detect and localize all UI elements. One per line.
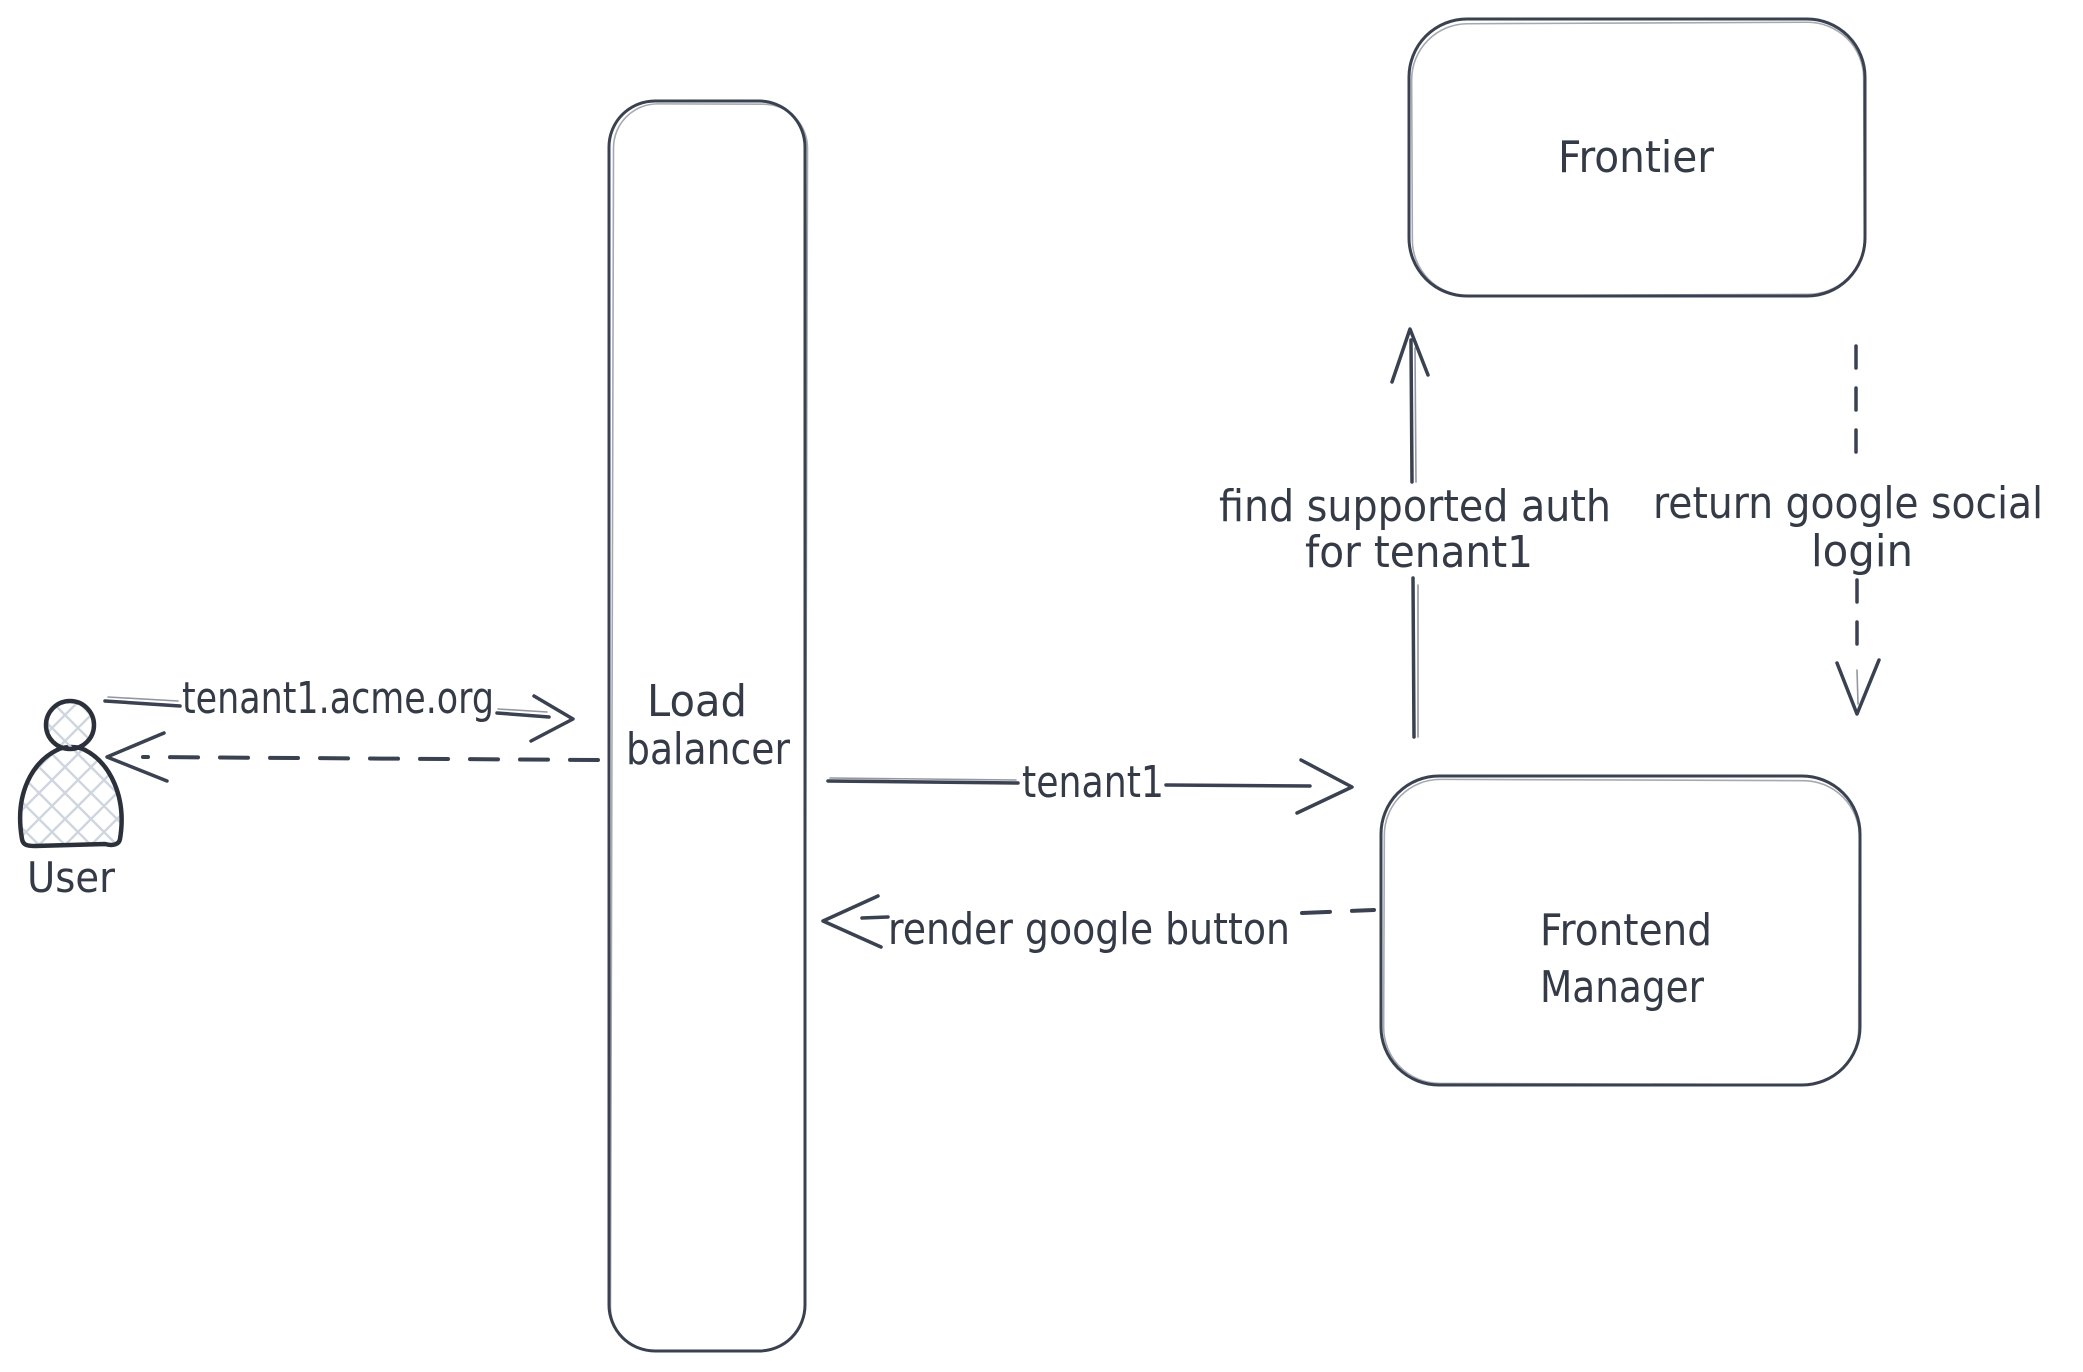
user-actor[interactable]: User <box>17 698 124 902</box>
arrowhead-left-icon <box>821 894 883 949</box>
arrowhead-right-icon <box>1295 758 1354 815</box>
arrow-load-balancer-to-user[interactable] <box>105 731 600 783</box>
arrow-shaft-sketch-stroke <box>497 708 548 713</box>
frontend-manager-node[interactable]: Frontend Manager <box>1379 774 1862 1087</box>
frontend-manager-box[interactable] <box>1379 774 1862 1087</box>
load-balancer-box-sketch-stroke <box>609 103 809 1352</box>
arrowhead-down-icon <box>1835 658 1881 716</box>
edge-label-for-tenant1: for tenant1 <box>1305 527 1533 578</box>
edge-label-tenant1: tenant1 <box>1022 757 1164 808</box>
edge-label-render-google-button: render google button <box>888 904 1290 955</box>
arrow-shaft[interactable] <box>1409 338 1414 484</box>
arrow-shaft[interactable] <box>495 711 551 719</box>
user-label: User <box>27 853 116 902</box>
arrow-frontend-manager-to-frontier[interactable]: find supported auth for tenant1 <box>1219 327 1611 739</box>
edge-label-find-supported-auth: find supported auth <box>1219 481 1611 532</box>
frontier-box-sketch-stroke <box>1410 21 1866 297</box>
arrow-frontier-to-frontend-manager[interactable]: return google social login <box>1653 344 2043 716</box>
frontend-manager-label-line2: Manager <box>1540 962 1705 1013</box>
frontier-box[interactable] <box>1407 17 1867 298</box>
arrow-frontend-manager-to-load-balancer[interactable]: render google button <box>821 894 1376 955</box>
arrow-shaft[interactable] <box>826 779 1020 785</box>
arrow-shaft[interactable] <box>103 699 182 708</box>
arrow-shaft-dashed[interactable] <box>1300 908 1376 915</box>
edge-label-login: login <box>1811 526 1913 577</box>
arrow-shaft-dashed[interactable] <box>141 755 600 762</box>
arrowhead-left-icon <box>105 731 169 783</box>
arrow-shaft-sketch-stroke <box>107 696 179 702</box>
load-balancer-box[interactable] <box>607 99 807 1353</box>
arrow-user-to-load-balancer[interactable]: tenant1.acme.org <box>103 673 575 743</box>
arrow-shaft[interactable] <box>1164 783 1312 788</box>
arrow-shaft[interactable] <box>1411 576 1416 739</box>
edge-label-return-google-social: return google social <box>1653 478 2043 529</box>
frontier-node[interactable]: Frontier <box>1407 17 1867 298</box>
arrowhead-up-icon <box>1390 327 1430 384</box>
user-body[interactable] <box>17 744 124 849</box>
arrowhead-right-icon <box>529 694 575 743</box>
user-head[interactable] <box>43 698 97 752</box>
frontier-label: Frontier <box>1558 132 1715 183</box>
arrowhead-sketch-stroke <box>1856 669 1859 705</box>
arrow-shaft-sketch-stroke <box>829 777 1017 781</box>
arrow-load-balancer-to-frontend-manager[interactable]: tenant1 <box>826 757 1354 815</box>
arrow-shaft-sketch-stroke <box>1414 347 1417 483</box>
frontend-manager-label-line1: Frontend <box>1540 905 1712 956</box>
edge-label-tenant1-acme-org: tenant1.acme.org <box>182 673 494 724</box>
load-balancer-label-line2: balancer <box>626 724 791 775</box>
arrow-dash[interactable] <box>860 915 890 920</box>
load-balancer-label-line1: Load <box>647 676 747 727</box>
frontend-manager-box-sketch-stroke <box>1382 778 1861 1086</box>
load-balancer-node[interactable]: Load balancer <box>607 99 809 1353</box>
